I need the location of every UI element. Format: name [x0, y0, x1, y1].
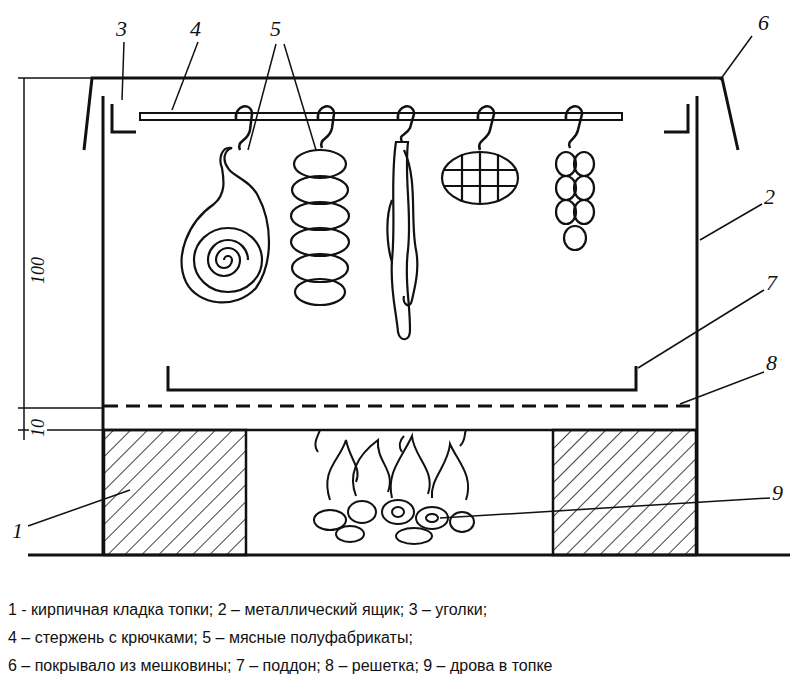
caption-line: 1 - кирпичная кладка топки; 2 – металлич…: [8, 602, 487, 618]
long-sausages: [387, 142, 417, 339]
corner-angle: [664, 104, 688, 132]
ham: [182, 148, 269, 303]
box-wall: [696, 96, 699, 555]
firewood: [314, 500, 474, 544]
callout-number: 4: [190, 18, 201, 40]
firebox-top: [103, 429, 697, 432]
callout-number: 9: [772, 482, 783, 504]
callout-number: 2: [764, 186, 775, 208]
caption-line: 6 – покрывало из мешковины; 7 – поддон; …: [8, 658, 553, 674]
tray: [168, 366, 636, 390]
burlap-cover: [84, 78, 738, 150]
brick-masonry: [104, 430, 246, 555]
dimension-value: 10: [29, 417, 47, 439]
caption-line: 4 – стержень с крючками; 5 – мясные полу…: [8, 630, 413, 646]
dimension-value: 100: [29, 255, 47, 286]
callout-number: 1: [12, 520, 23, 542]
sausage-rings: [291, 150, 349, 305]
callout-number: 6: [758, 12, 769, 34]
callout-number: 7: [766, 272, 777, 294]
sausage-links: [556, 152, 594, 250]
callout-number: 5: [270, 18, 281, 40]
grate: [104, 405, 696, 408]
box-wall: [102, 96, 105, 555]
hook-rod: [140, 113, 622, 120]
dimension-lines: [18, 78, 102, 440]
sausage-bundle: [442, 152, 518, 204]
corner-angle: [112, 104, 136, 132]
callout-number: 8: [766, 352, 777, 374]
leader-lines: [28, 36, 770, 526]
callout-number: 3: [116, 18, 127, 40]
brick-masonry: [553, 430, 696, 555]
fire: [315, 430, 468, 500]
